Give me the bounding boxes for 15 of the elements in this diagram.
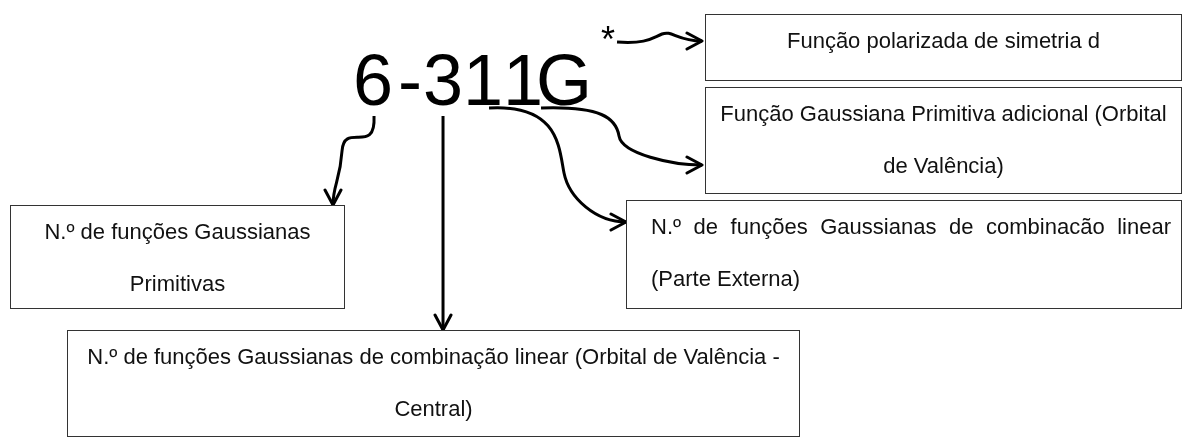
notation-digit: 3 bbox=[423, 44, 464, 116]
description-box: N.º de funções Gaussianas Primitivas bbox=[10, 205, 345, 309]
curved-arrow bbox=[323, 115, 376, 207]
curved-arrow bbox=[541, 106, 704, 175]
description-box: N.º de funções Gaussianas de combinação linear (Orbital de Valência - Central) bbox=[67, 330, 800, 437]
notation-digit: 6 bbox=[353, 44, 394, 116]
notation-digit: 1 bbox=[463, 44, 504, 116]
description-box: Função Gaussiana Primitiva adicional (Orbital de Valência) bbox=[705, 87, 1182, 194]
description-box: Função polarizada de simetria d bbox=[705, 14, 1182, 81]
curved-arrow bbox=[433, 116, 453, 332]
notation-asterisk: * bbox=[601, 22, 615, 58]
description-box: N.º de funções Gaussianas de combinacão linear (Parte Externa) bbox=[626, 200, 1182, 309]
curved-arrow bbox=[616, 30, 704, 50]
notation-hyphen: - bbox=[398, 44, 422, 116]
curved-arrow bbox=[489, 106, 628, 231]
